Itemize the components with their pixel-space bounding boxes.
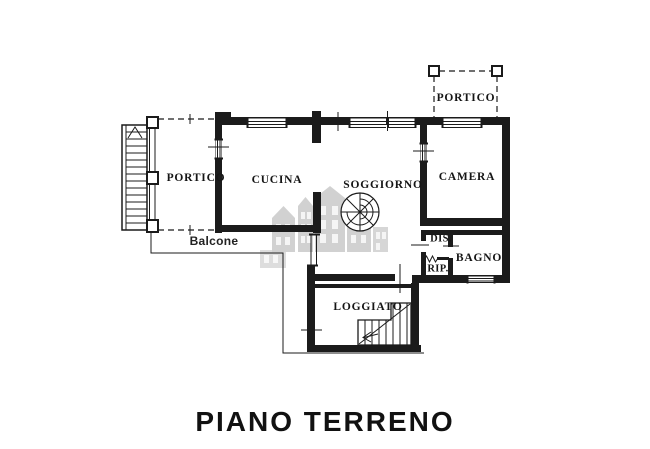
- pillar-icon: [491, 65, 503, 77]
- window-icon: [387, 118, 417, 128]
- room-label-soggiorno: SOGGIORNO: [343, 179, 422, 191]
- stairs-arrow-icon: [363, 333, 379, 338]
- west-portico-structure: [146, 116, 215, 233]
- window-icon: [307, 233, 320, 267]
- window-icon: [441, 118, 483, 128]
- spiral-staircase-icon: [340, 192, 380, 232]
- room-label-balcone: Balcone: [190, 234, 239, 248]
- door-opening: [420, 241, 427, 252]
- door-opening: [419, 142, 428, 163]
- door-opening: [447, 247, 454, 258]
- pillar-icon: [428, 65, 440, 77]
- window-icon: [348, 118, 386, 128]
- room-label-bagno: BAGNO: [456, 252, 502, 264]
- dimension-ticks: [189, 111, 459, 331]
- room-label-portico-north: PORTICO: [437, 92, 496, 104]
- pillar-icon: [146, 219, 159, 233]
- floor-title: PIANO TERRENO: [195, 406, 454, 437]
- room-label-camera: CAMERA: [439, 171, 496, 183]
- straight-stairs-icon: [121, 124, 148, 231]
- pillar-icon: [146, 116, 159, 129]
- room-label-portico-west: PORTICO: [167, 172, 226, 184]
- balcony-terrace-outline: [150, 232, 424, 354]
- windows: [214, 118, 496, 284]
- room-label-rip: RIP.: [427, 264, 448, 275]
- window-icon: [466, 275, 496, 284]
- pillar-icon: [146, 171, 159, 185]
- room-label-loggiato: LOGGIATO: [333, 301, 402, 313]
- window-icon: [214, 138, 223, 160]
- room-label-cucina: CUCINA: [252, 174, 303, 186]
- room-label-dis: DIS.: [430, 234, 452, 245]
- north-portico-structure: [428, 65, 503, 117]
- room-labels: PORTICO CUCINA SOGGIORNO CAMERA PORTICO …: [167, 92, 502, 313]
- window-icon: [246, 118, 288, 128]
- corner-stairs-icon: [357, 302, 412, 346]
- up-arrow-icon: [127, 126, 143, 139]
- folding-door-icon: [423, 254, 449, 264]
